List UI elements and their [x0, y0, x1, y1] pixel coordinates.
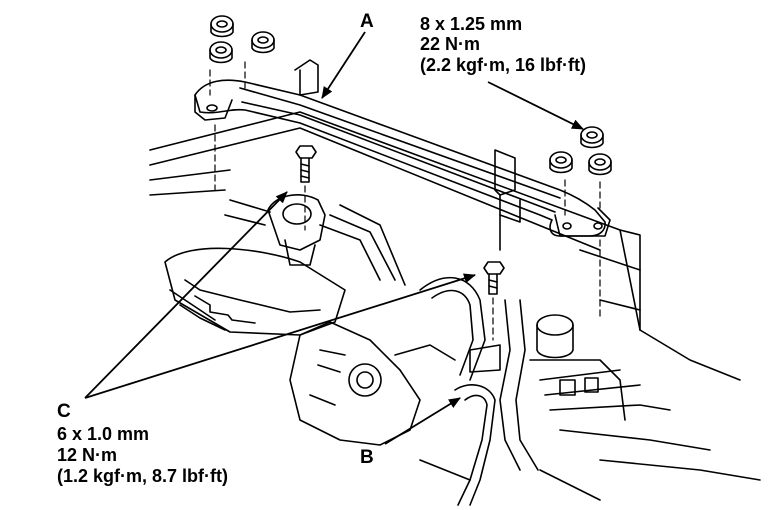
hose-assembly — [419, 276, 539, 506]
nut-guide-lines-left — [209, 61, 246, 191]
flange-nut-left-2 — [251, 31, 275, 54]
bolt-c-upper — [295, 145, 317, 231]
callout-c-spec-torque-imperial: (1.2 kgf·m, 8.7 lbf·ft) — [57, 466, 229, 486]
body-panel-lines — [149, 111, 641, 331]
nut-guide-lines-right — [564, 179, 601, 321]
strut-bar — [194, 59, 611, 237]
callout-c-spec-size: 6 x 1.0 mm — [57, 424, 150, 444]
leader-c-upper — [84, 191, 288, 399]
callout-c-spec-torque-nm: 12 N·m — [57, 445, 118, 465]
flange-nut-right-1 — [580, 126, 604, 149]
leader-b — [384, 397, 461, 445]
callout-a-spec-torque-nm: 22 N·m — [420, 34, 481, 54]
throttle-body — [224, 194, 406, 286]
callout-c-letter: C — [57, 401, 71, 422]
leader-a — [321, 31, 366, 99]
engine-block — [289, 321, 456, 446]
bolt-c-lower — [483, 261, 505, 341]
flange-nut-left-3 — [209, 41, 233, 64]
reservoir — [529, 314, 761, 481]
callout-a-spec-torque-imperial: (2.2 kgf·m, 16 lbf·ft) — [420, 55, 587, 75]
flange-nut-right-3 — [588, 153, 612, 176]
lower-right-structure — [419, 329, 741, 501]
callout-a-letter: A — [360, 11, 374, 32]
callout-b-letter: B — [360, 447, 374, 468]
leader-a-spec — [487, 81, 584, 130]
flange-nut-right-2 — [549, 151, 573, 174]
flange-nut-left-1 — [210, 15, 234, 38]
intake-manifold-cover — [164, 247, 346, 336]
callout-a-spec-size: 8 x 1.25 mm — [420, 14, 523, 34]
leader-c-lower — [84, 273, 476, 399]
